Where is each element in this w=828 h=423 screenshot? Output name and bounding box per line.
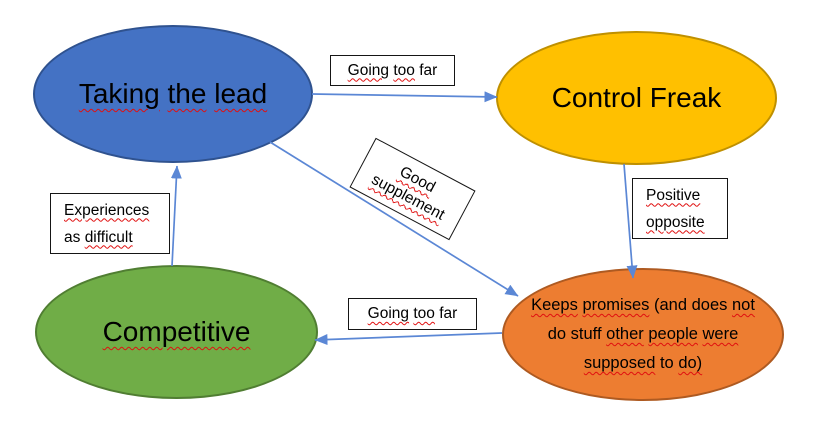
connector-competitive-to-taking-lead: [170, 165, 182, 267]
connector-taking-lead-to-control-freak: [311, 91, 498, 103]
edge-label-going-too-far-bottom: Going too far: [348, 298, 477, 330]
node-control-freak: Control Freak: [496, 31, 777, 165]
edge-label-going-too-far-top: Going too far: [330, 55, 455, 86]
node-competitive: Competitive: [35, 265, 318, 399]
node-taking-the-lead: Taking the lead: [33, 25, 313, 163]
connector-keeps-promises-to-competitive: [314, 332, 503, 346]
